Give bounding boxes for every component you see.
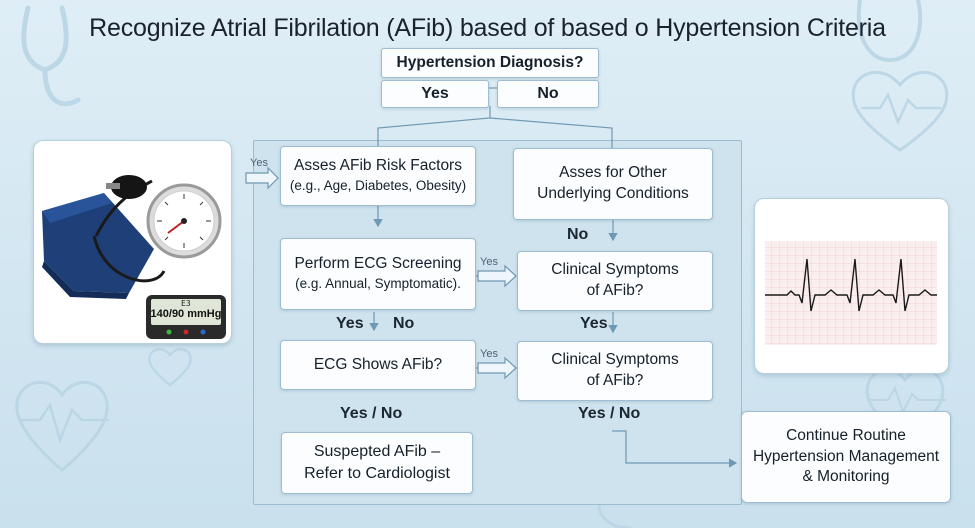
risk-factors-title: Asses AFib Risk Factors: [294, 157, 462, 175]
arrow-yes-label-2: Yes: [480, 348, 498, 360]
risk-factors-examples: (e.g., Age, Diabetes, Obesity): [289, 178, 467, 194]
continue-line1: Continue Routine: [786, 426, 906, 444]
no-label-left: No: [393, 315, 415, 332]
diagnosis-question-box: Hypertension Diagnosis?: [381, 48, 599, 78]
heart-icon: [15, 381, 109, 472]
ecg-shows-afib-box: ECG Shows AFib?: [280, 340, 476, 390]
yes-label-left: Yes: [336, 315, 364, 332]
clinical-symptoms-2-line1: Clinical Symptoms: [551, 351, 679, 369]
yes-no-label-left: Yes / No: [340, 405, 403, 422]
yes-no-label-right: Yes / No: [578, 405, 641, 422]
risk-factors-box: Asses AFib Risk Factors (e.g., Age, Diab…: [280, 146, 476, 206]
continue-line3: & Monitoring: [802, 468, 890, 486]
diagnosis-question: Hypertension Diagnosis?: [396, 53, 584, 71]
clinical-symptoms-1-line2: of AFib?: [586, 282, 644, 299]
heart-icon: [851, 70, 949, 152]
ecg-waveform-icon: [765, 241, 937, 345]
clinical-symptoms-box-1: Clinical Symptoms of AFib?: [517, 251, 713, 311]
diagnosis-yes-label: Yes: [421, 85, 449, 103]
continue-management-box: Continue Routine Hypertension Management…: [741, 411, 951, 503]
clinical-symptoms-box-2: Clinical Symptoms of AFib?: [517, 341, 713, 401]
arrow-yes-label-1: Yes: [480, 256, 498, 268]
diagnosis-no-label: No: [537, 85, 559, 103]
diagnosis-yes-box: Yes: [381, 80, 489, 108]
monitor-reading: 140/90 mmHg: [150, 308, 222, 320]
page-title: Recognize Atrial Fibrilation (AFib) base…: [89, 14, 886, 42]
monitor-small-text: ЕЗ: [181, 299, 191, 308]
continue-line2: Hypertension Management: [752, 447, 940, 465]
blood-pressure-card: ЕЗ 140/90 mmHg: [33, 140, 232, 344]
suspected-afib-line2: Refer to Cardiologist: [304, 465, 450, 482]
ecg-screening-title: Perform ECG Screening: [294, 255, 462, 273]
other-conditions-line2: Underlying Conditions: [537, 185, 689, 202]
ecg-shows-afib-label: ECG Shows AFib?: [313, 355, 443, 373]
ecg-screening-box: Perform ECG Screening (e.g. Annual, Symp…: [280, 238, 476, 310]
diagnosis-no-box: No: [497, 80, 599, 108]
other-conditions-box: Asses for Other Underlying Conditions: [513, 148, 713, 220]
other-conditions-line1: Asses for Other: [559, 164, 667, 182]
clinical-symptoms-1-line1: Clinical Symptoms: [551, 261, 679, 279]
suspected-afib-line1: Suspepted AFib –: [313, 443, 441, 461]
suspected-afib-box: Suspepted AFib – Refer to Cardiologist: [281, 432, 473, 494]
blood-pressure-monitor-icon: [42, 175, 226, 339]
ecg-card: [754, 198, 949, 374]
clinical-symptoms-2-line2: of AFib?: [586, 372, 644, 389]
entry-yes-label: Yes: [250, 157, 268, 169]
yes-label-right: Yes: [580, 315, 608, 332]
no-label-right: No: [567, 226, 589, 243]
ecg-screening-examples: (e.g. Annual, Symptomatic).: [295, 276, 461, 292]
